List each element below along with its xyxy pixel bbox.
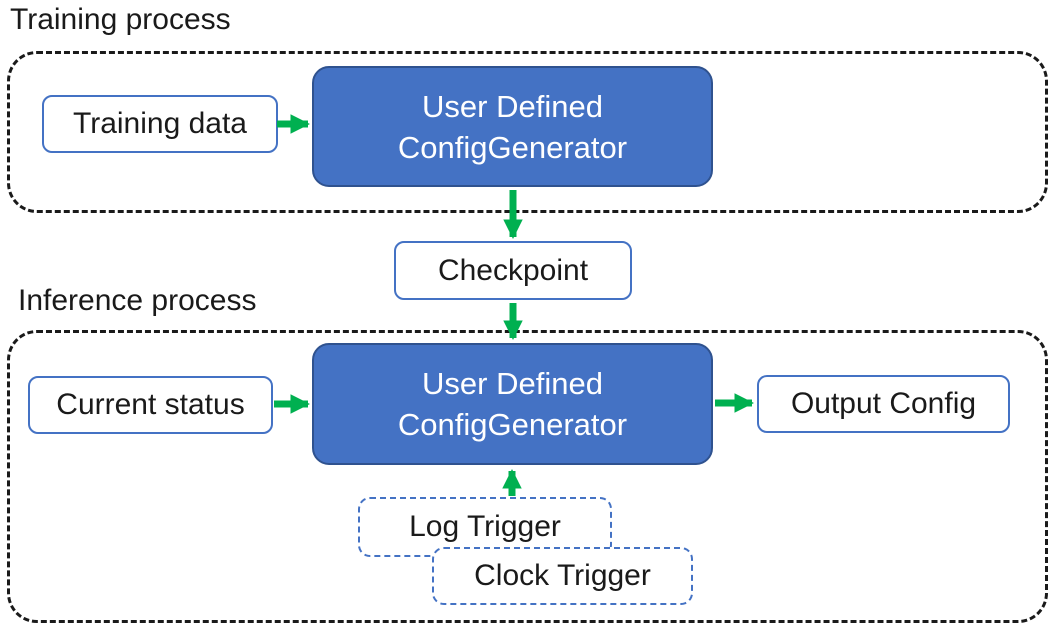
current-status-box: Current status — [28, 376, 273, 434]
clock-trigger-label: Clock Trigger — [474, 559, 651, 592]
log-trigger-label: Log Trigger — [409, 510, 561, 543]
clock-trigger-box: Clock Trigger — [432, 547, 693, 605]
current-status-label: Current status — [56, 388, 245, 421]
inference-process-title: Inference process — [18, 284, 257, 317]
training-process-title: Training process — [10, 3, 231, 36]
training-data-box: Training data — [42, 95, 278, 153]
training-config-generator-box: User Defined ConfigGenerator — [312, 66, 713, 187]
training-data-label: Training data — [73, 107, 247, 140]
inference-config-generator-box: User Defined ConfigGenerator — [312, 343, 713, 465]
checkpoint-label: Checkpoint — [437, 253, 589, 287]
inference-process-container — [7, 330, 1048, 623]
output-config-label: Output Config — [790, 387, 977, 420]
checkpoint-box: Checkpoint — [394, 241, 632, 300]
training-config-generator-line2: ConfigGenerator — [397, 129, 628, 165]
output-config-box: Output Config — [757, 375, 1010, 433]
training-config-generator-line1: User Defined — [422, 88, 603, 124]
inference-config-generator-line1: User Defined — [422, 366, 603, 401]
training-process-container — [7, 51, 1048, 213]
inference-config-generator-line2: ConfigGenerator — [397, 407, 628, 442]
